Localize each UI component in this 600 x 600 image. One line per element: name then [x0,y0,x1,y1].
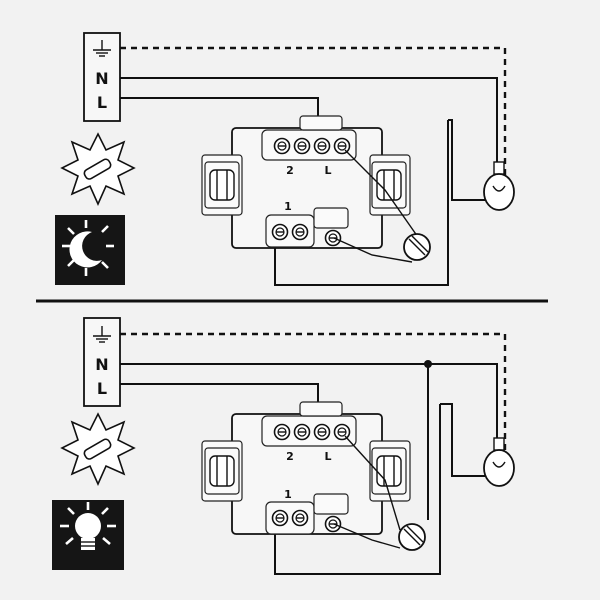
terminal-block: N L [83,317,121,407]
terminal-1-label: 1 [284,200,292,213]
sun-icon [60,412,136,486]
day-mode-box [52,500,124,570]
lamp-on-icon [60,502,116,550]
switch-wire [274,404,441,575]
switch-module: 2 L 1 [201,115,411,249]
earth-wire [120,332,507,456]
terminal-l-label: L [324,450,331,463]
wall-switch [398,523,426,551]
sensor-lead-2 [333,523,401,549]
screw-l-a [313,423,331,441]
switch-module: 2 L 1 [201,401,411,535]
screw-l-a [313,137,331,155]
panel-bottom: N L 2 L 1 [52,317,515,575]
screw-1b [291,223,309,241]
lamp-icon [483,161,515,211]
sensor-lead-1 [344,435,401,531]
screw-sensor [324,229,342,247]
screw-2 [273,137,291,155]
sensor-lead-2 [333,237,413,263]
terminal-l-label: L [324,164,331,177]
lamp-icon [483,437,515,487]
sensor-lead-1 [344,149,421,241]
screw-1b [291,509,309,527]
screw-2 [273,423,291,441]
screw-mid [293,137,311,155]
night-moon-icon [62,220,114,276]
neutral-label: N [95,69,108,88]
terminal-block: N L [83,32,121,122]
live-label: L [97,379,107,398]
live-label: L [97,93,107,112]
screw-1a [271,509,289,527]
switch-wire [274,120,449,286]
earth-wire [120,46,507,180]
night-mode-box [55,215,125,285]
lamp-return-wire [440,403,486,477]
screw-mid [293,423,311,441]
screw-l-b [333,423,351,441]
wall-switch [403,233,431,261]
terminal-2-label: 2 [286,164,294,177]
screw-1a [271,223,289,241]
screw-l-b [333,137,351,155]
terminal-2-label: 2 [286,450,294,463]
terminal-1-label: 1 [284,488,292,501]
sun-icon [60,132,136,206]
lamp-return-wire [448,119,490,201]
neutral-wire [120,363,498,446]
neutral-label: N [95,355,108,374]
screw-sensor [324,515,342,533]
neutral-wire [120,77,498,170]
panel-top: N L 2 L 1 [55,32,515,286]
